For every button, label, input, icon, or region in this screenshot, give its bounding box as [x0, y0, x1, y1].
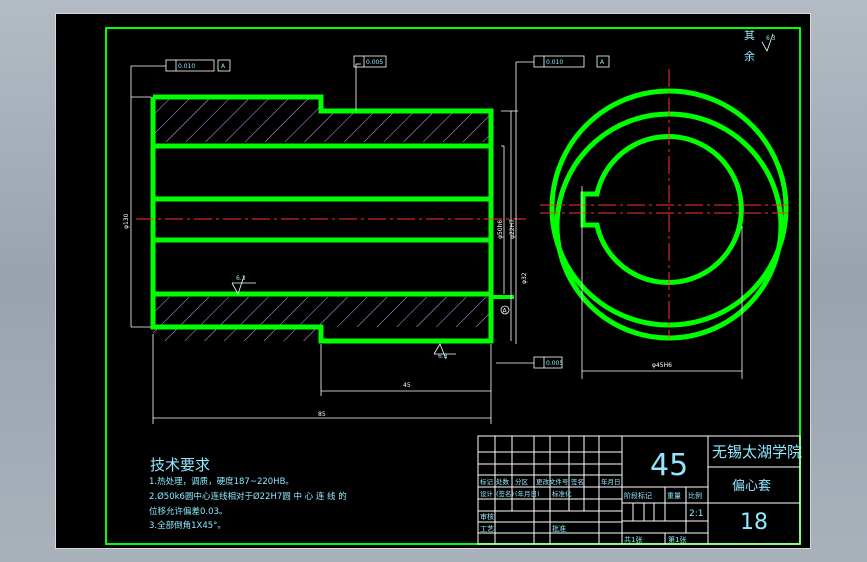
- dim-length-step: 45: [403, 382, 411, 389]
- tb-scale: 2:1: [689, 509, 703, 519]
- tb-stage-2: 重量: [667, 492, 681, 500]
- tb-rev-3: 分区: [515, 477, 529, 486]
- tb-school: 无锡太湖学院: [712, 443, 802, 461]
- tb-approve: 批准: [552, 524, 566, 533]
- tb-sheets: 共1张: [624, 535, 642, 544]
- notes-line-1: 1.热处理，调质，硬度187~220HB。: [149, 476, 294, 487]
- tb-material: 45: [650, 448, 688, 483]
- tb-check: 审核: [480, 512, 494, 521]
- roughness-general-1: 其: [744, 29, 755, 42]
- tb-rev-1: 标记: [480, 477, 494, 486]
- dim-keyway: φ32: [521, 272, 528, 284]
- notes-line-3: 位移允许偏差0.03。: [149, 506, 227, 517]
- tb-design-2: (签名): [496, 489, 514, 498]
- end-view: φ45H6: [540, 69, 789, 379]
- dim-length-total: 85: [318, 411, 326, 418]
- notes-line-2: 2.Ø50k6圆中心连线相对于Ø22H7圆 中 心 连 线 的: [149, 491, 347, 502]
- tb-part-name: 偏心套: [732, 478, 771, 494]
- hatch-top: [153, 97, 491, 142]
- roughness-bot: 6.3: [438, 353, 448, 360]
- datum-a-marker: A: [503, 308, 508, 315]
- roughness-general-value: 6.3: [766, 35, 776, 42]
- tb-drawing-no: 18: [740, 510, 768, 535]
- dim-dia-bore: φ50h6: [497, 220, 504, 239]
- tol-frame-1: 0.010: [178, 63, 195, 70]
- drawing-canvas: 0.010 A 0.005 0.010 A 0.005 45 85 φ130 φ…: [105, 27, 802, 545]
- tol-frame-3: 0.010: [546, 59, 563, 66]
- tol-datum-3: A: [600, 59, 605, 66]
- tol-datum-1: A: [221, 63, 226, 70]
- title-block: [477, 435, 801, 545]
- cad-drawing-viewport[interactable]: 0.010 A 0.005 0.010 A 0.005 45 85 φ130 φ…: [55, 13, 811, 549]
- hatch-bottom: [153, 297, 491, 341]
- tb-rev-5: 签名: [571, 477, 584, 486]
- drawing-frame: [105, 27, 801, 545]
- notes-line-4: 3.全部倒角1X45°。: [149, 520, 226, 531]
- tb-process: 工艺: [480, 525, 494, 533]
- tb-design-4: 标准化: [552, 489, 572, 498]
- tb-design-1: 设计: [480, 489, 494, 498]
- dim-dia-outer: φ130: [123, 213, 130, 229]
- notes-title: 技术要求: [150, 456, 210, 474]
- tb-design-3: (年月日): [515, 489, 540, 498]
- tb-rev-6: 年月日: [601, 477, 621, 486]
- dim-circle-width: φ45H6: [652, 362, 672, 369]
- roughness-general-2: 余: [744, 49, 755, 63]
- tol-frame-2: 0.005: [366, 59, 383, 66]
- tb-stage-1: 阶段标记: [624, 491, 652, 500]
- dim-dia-right: φ22H7: [509, 219, 516, 239]
- roughness-mid: 6.3: [236, 275, 246, 282]
- tb-rev-4: 更改文件号: [536, 477, 569, 486]
- section-view: 0.010 A 0.005 0.010 A 0.005 45 85 φ130 φ…: [123, 55, 610, 424]
- tb-rev-2: 处数: [496, 477, 510, 486]
- tb-stage-3: 比例: [688, 491, 702, 500]
- tb-sheet-no: 第1张: [668, 535, 686, 544]
- tol-frame-4: 0.005: [546, 360, 563, 367]
